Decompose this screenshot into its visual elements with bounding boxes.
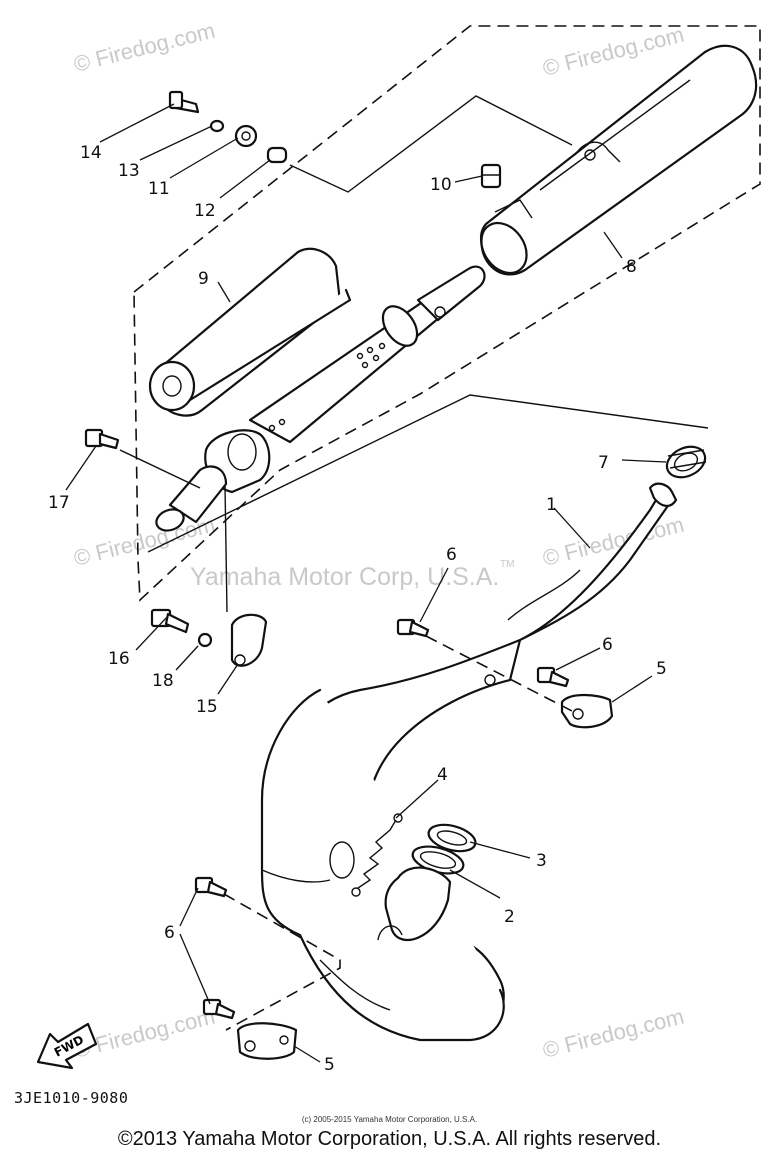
guide-line-muffler xyxy=(289,95,573,193)
callout-10: 10 xyxy=(430,175,452,195)
callout-4: 4 xyxy=(437,765,448,785)
flange-and-gasket xyxy=(377,823,477,942)
callout-11: 11 xyxy=(148,179,170,199)
bolt-17 xyxy=(84,428,120,450)
callouts: 14 13 11 12 10 8 9 17 7 1 6 6 5 16 18 15… xyxy=(48,143,667,1075)
inner-pipe xyxy=(248,265,486,444)
callout-1: 1 xyxy=(546,495,557,515)
leader-lines xyxy=(65,103,667,1063)
grommet-stack xyxy=(168,90,288,164)
callout-5b: 5 xyxy=(324,1055,335,1075)
exhaust-pipe xyxy=(260,482,678,1042)
watermark-site: © Firedog.com xyxy=(540,1004,686,1063)
callout-17: 17 xyxy=(48,493,70,513)
callout-14: 14 xyxy=(80,143,102,163)
callout-8: 8 xyxy=(626,257,637,277)
guide-line-pipe xyxy=(147,394,709,553)
bolt-10 xyxy=(480,163,502,189)
callout-3: 3 xyxy=(536,851,547,871)
silencer-packing xyxy=(148,247,352,417)
watermark-tm: TM xyxy=(500,559,514,570)
spring-4 xyxy=(351,813,403,897)
watermark-center: Yamaha Motor Corp, U.S.A. xyxy=(190,563,499,591)
forward-arrow-icon: FWD xyxy=(36,1022,98,1070)
callout-9: 9 xyxy=(198,269,209,289)
callout-6b: 6 xyxy=(602,635,613,655)
diagram-code: 3JE1010-9080 xyxy=(14,1089,129,1107)
callout-2: 2 xyxy=(504,907,515,927)
watermark-site: © Firedog.com xyxy=(71,1004,217,1063)
guide-line-bolt xyxy=(119,449,201,489)
callout-6a: 6 xyxy=(446,545,457,565)
mount-line xyxy=(223,893,341,1031)
callout-7: 7 xyxy=(598,453,609,473)
bracket-5 xyxy=(236,693,614,1060)
callout-18: 18 xyxy=(152,671,174,691)
callout-12: 12 xyxy=(194,201,216,221)
callout-13: 13 xyxy=(118,161,140,181)
silencer-inlet xyxy=(155,429,271,532)
small-copyright: (c) 2005-2015 Yamaha Motor Corporation, … xyxy=(301,1115,478,1124)
callout-15: 15 xyxy=(196,697,218,717)
spring-7 xyxy=(665,445,707,479)
callout-16: 16 xyxy=(108,649,130,669)
mount-line xyxy=(425,635,575,713)
muffler-body xyxy=(479,44,758,276)
watermark-site: © Firedog.com xyxy=(540,22,686,81)
watermark-site: © Firedog.com xyxy=(71,18,217,77)
copyright-notice: ©2013 Yamaha Motor Corporation, U.S.A. A… xyxy=(117,1128,662,1150)
callout-5a: 5 xyxy=(656,659,667,679)
bracket-15 xyxy=(150,484,268,667)
callout-6c: 6 xyxy=(164,923,175,943)
muffler-group-outline xyxy=(133,25,761,602)
